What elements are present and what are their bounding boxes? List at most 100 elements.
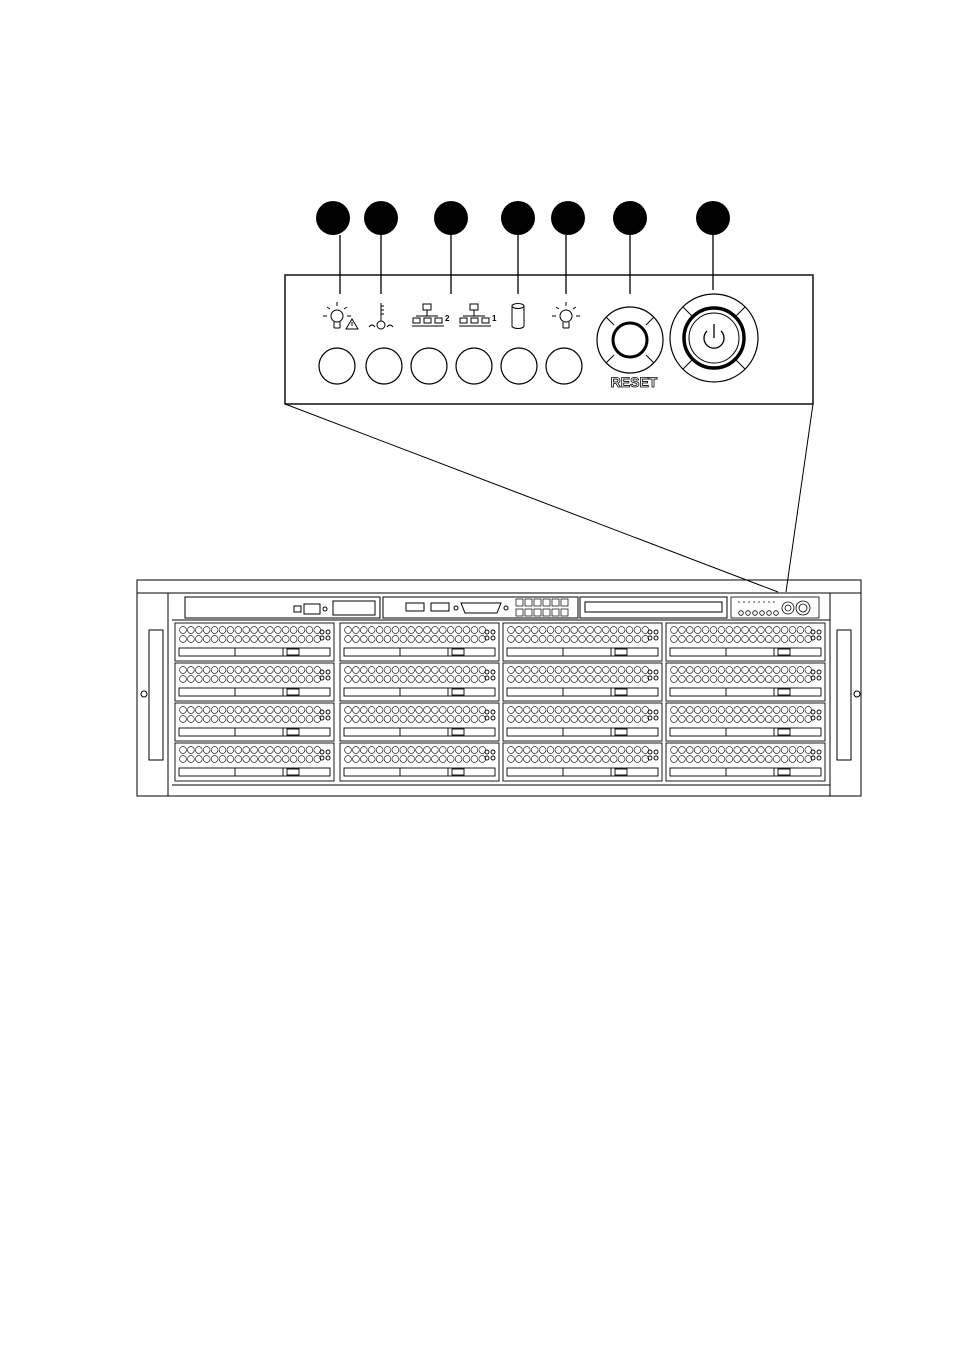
callout-4 (501, 201, 535, 235)
front-panel-zoom-box (285, 275, 813, 404)
drive-status-led (326, 710, 330, 714)
lan1-led (456, 348, 492, 384)
led-indicators (319, 348, 582, 384)
callout-markers (316, 201, 730, 235)
drive-tray-vents (671, 747, 812, 763)
drive-status-led (491, 750, 495, 754)
drive-tray-handle[interactable] (670, 688, 821, 696)
callout-5 (551, 201, 585, 235)
drive-activity-led (485, 630, 489, 634)
reset-button[interactable] (597, 307, 663, 373)
drive-status-led (817, 670, 821, 674)
drive-status-led (326, 630, 330, 634)
drive-tray[interactable] (340, 743, 499, 781)
blank-drive-bay (580, 597, 727, 618)
drive-activity-led (811, 750, 815, 754)
info-led (319, 348, 355, 384)
network-lan1-icon (459, 304, 491, 326)
callout-7 (696, 201, 730, 235)
drive-tray[interactable] (340, 703, 499, 741)
drive-tray-vents (180, 747, 321, 763)
drive-tray-vents (508, 747, 649, 763)
reset-label: RESET (611, 374, 658, 390)
hdd-led (501, 348, 537, 384)
drive-tray[interactable] (340, 663, 499, 701)
drive-tray-handle[interactable] (670, 768, 821, 776)
callout-leader-lines (340, 235, 713, 294)
drive-tray-handle[interactable] (344, 688, 495, 696)
drive-tray-vents (508, 667, 649, 683)
left-rack-handle (149, 630, 163, 760)
mini-control-panel (731, 597, 819, 618)
drive-status-led (491, 670, 495, 674)
drive-activity-led (648, 670, 652, 674)
hdd-activity-icon (512, 304, 524, 329)
drive-tray-vents (180, 707, 321, 723)
drive-status-led (654, 630, 658, 634)
drive-activity-led (320, 710, 324, 714)
drive-activity-led (648, 750, 652, 754)
drive-status-led (654, 670, 658, 674)
drive-tray-handle[interactable] (507, 688, 658, 696)
drive-tray-handle[interactable] (344, 768, 495, 776)
drive-tray[interactable] (175, 663, 334, 701)
drive-tray[interactable] (175, 623, 334, 661)
drive-tray-vents (508, 627, 649, 643)
info-overheat-icon (323, 302, 358, 329)
overheat-led (366, 348, 402, 384)
drive-tray-vents (671, 627, 812, 643)
drive-tray[interactable] (175, 743, 334, 781)
usb-port-2 (431, 603, 449, 611)
lan2-number-label: 2 (445, 314, 450, 323)
power-led-icon (552, 302, 580, 328)
drive-tray[interactable] (503, 623, 662, 661)
drive-tray[interactable] (666, 743, 825, 781)
drive-tray-handle[interactable] (344, 728, 495, 736)
drive-tray[interactable] (666, 703, 825, 741)
drive-tray-vents (345, 627, 486, 643)
drive-status-led (654, 710, 658, 714)
network-lan2-icon (412, 304, 444, 326)
drive-tray-handle[interactable] (507, 768, 658, 776)
drive-tray-handle[interactable] (670, 728, 821, 736)
drive-tray-vents (345, 707, 486, 723)
drive-tray-vents (345, 667, 486, 683)
drive-activity-led (320, 630, 324, 634)
drive-tray-vents (180, 627, 321, 643)
drive-status-led (326, 670, 330, 674)
drive-tray-vents (671, 707, 812, 723)
optical-drive-bay (185, 597, 380, 618)
drive-tray-vents (671, 667, 812, 683)
drive-tray-handle[interactable] (507, 728, 658, 736)
serial-port (461, 603, 501, 613)
drive-tray[interactable] (340, 623, 499, 661)
drive-tray[interactable] (175, 703, 334, 741)
drive-tray-handle[interactable] (179, 768, 330, 776)
drive-activity-led (485, 670, 489, 674)
drive-tray[interactable] (666, 623, 825, 661)
drive-tray-handle[interactable] (670, 648, 821, 656)
lan2-led (411, 348, 447, 384)
drive-tray[interactable] (503, 743, 662, 781)
drive-tray[interactable] (503, 663, 662, 701)
drive-activity-led (485, 710, 489, 714)
drive-tray-handle[interactable] (179, 648, 330, 656)
temperature-icon (369, 303, 393, 329)
power-button[interactable] (670, 294, 758, 382)
drive-tray[interactable] (503, 703, 662, 741)
drive-status-led (817, 710, 821, 714)
callout-3 (434, 201, 468, 235)
drive-activity-led (485, 750, 489, 754)
drive-tray-vents (180, 667, 321, 683)
drive-tray-vents (508, 707, 649, 723)
mini-reset-button (782, 602, 794, 614)
drive-tray-handle[interactable] (507, 648, 658, 656)
drive-tray[interactable] (666, 663, 825, 701)
drive-activity-led (811, 710, 815, 714)
drive-tray-handle[interactable] (179, 728, 330, 736)
drive-activity-led (811, 670, 815, 674)
drive-status-led (491, 710, 495, 714)
drive-tray-handle[interactable] (179, 688, 330, 696)
drive-tray-handle[interactable] (344, 648, 495, 656)
